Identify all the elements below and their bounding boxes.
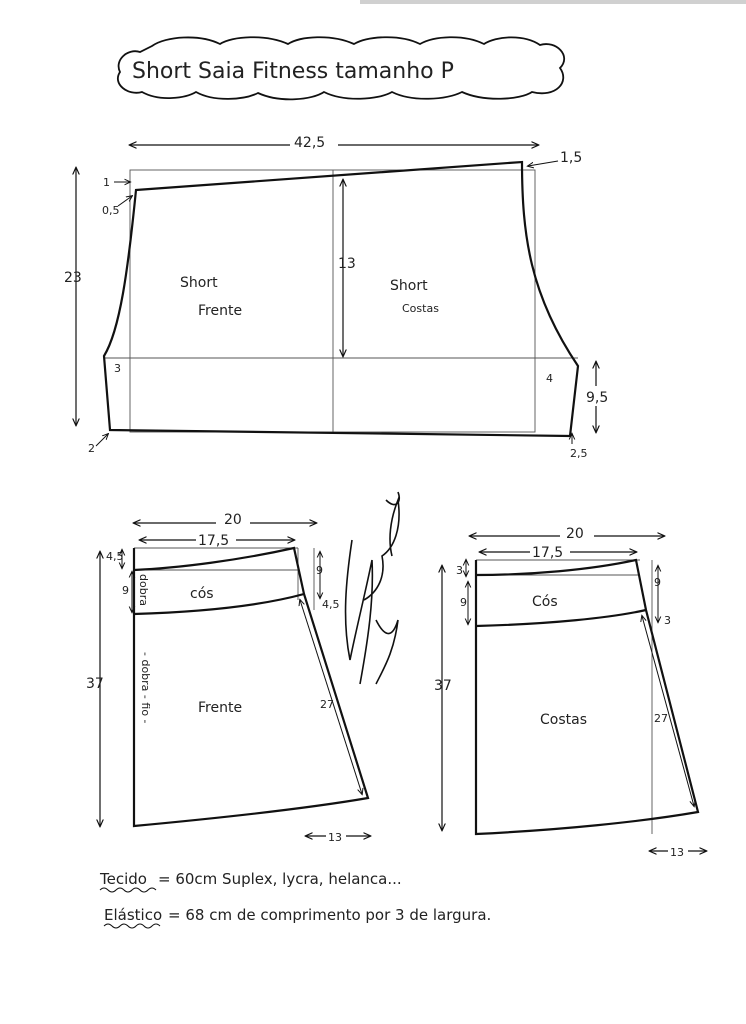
short-front-label-1: Short [180, 275, 218, 291]
short-rise-pointer [528, 160, 559, 166]
skirt-front-diagonal [300, 600, 362, 794]
short-height-label: 23 [64, 270, 82, 286]
skirt-front-hem-label: 13 [328, 831, 342, 844]
skirt-front-right-mid: 4,5 [322, 598, 340, 611]
skirt-front-right-top: 9 [316, 564, 323, 577]
short-rise-label: 1,5 [560, 150, 582, 166]
short-top-left2-label: 0,5 [102, 204, 120, 217]
skirt-front-band-label: cós [190, 586, 214, 602]
skirt-back-right-top: 9 [654, 576, 661, 589]
skirt-front-diagonal-label: 27 [320, 698, 334, 711]
signature-icon [344, 491, 401, 685]
fabric-label: Tecido [99, 870, 147, 888]
page-title: Short Saia Fitness tamanho P [132, 59, 454, 84]
short-point-4: 4 [546, 372, 553, 385]
short-bottom-right-label: 2,5 [570, 447, 588, 460]
skirt-front-outline [132, 546, 370, 828]
skirt-back-outline [474, 558, 700, 836]
skirt-back-diagonal [642, 616, 694, 806]
skirt-front-top-label: 17,5 [198, 533, 229, 549]
notes: Tecido = 60cm Suplex, lycra, helanca... … [99, 870, 491, 929]
skirt-back-waistband-line [475, 608, 647, 628]
short-bottom-left-label: 2 [88, 442, 95, 455]
short-outline [102, 160, 580, 438]
skirt-front-fold-body: - dobra - fio - [139, 652, 152, 724]
short-point-3: 3 [114, 362, 121, 375]
short-back-label-1: Short [390, 278, 428, 294]
short-width-label: 42,5 [294, 135, 325, 151]
skirt-back-width-label: 20 [566, 526, 584, 542]
skirt-back-left-top: 3 [456, 564, 463, 577]
skirt-back-pattern: 20 17,5 3 9 Cós 9 3 37 Costas 27 13 [434, 524, 706, 859]
skirt-back-hem-label: 13 [670, 846, 684, 859]
skirt-back-band-left: 9 [460, 596, 467, 609]
skirt-back-diagonal-label: 27 [654, 712, 668, 725]
skirt-front-band-left: 9 [122, 584, 129, 597]
short-back-label-2: Costas [402, 302, 439, 315]
short-top-left-label: 1 [103, 176, 110, 189]
skirt-back-body-label: Costas [540, 712, 587, 728]
skirt-front-pattern: 20 17,5 4,5 9 dobra cós 9 4,5 37 - dobra… [86, 510, 370, 844]
skirt-front-width-label: 20 [224, 512, 242, 528]
skirt-back-height-label: 37 [434, 678, 452, 694]
elastic-label: Elástico [104, 906, 162, 924]
skirt-front-body-label: Frente [198, 700, 242, 716]
title-cloud: Short Saia Fitness tamanho P [117, 36, 566, 101]
skirt-front-left-top: 4,5 [106, 550, 124, 563]
skirt-front-height-label: 37 [86, 676, 104, 692]
short-leg-label: 9,5 [586, 390, 608, 406]
scan-edge [360, 0, 746, 4]
skirt-back-right-mid: 3 [664, 614, 671, 627]
elastic-text: = 68 cm de comprimento por 3 de largura. [168, 906, 491, 924]
skirt-back-band-label: Cós [532, 594, 558, 610]
skirt-front-fold-band: dobra [137, 574, 150, 606]
short-inner-label: 13 [338, 256, 356, 272]
fabric-text: = 60cm Suplex, lycra, helanca... [158, 870, 402, 888]
short-guide-rect [129, 169, 536, 433]
short-pattern: 42,5 1,5 1 0,5 23 13 Short Frente Short … [64, 132, 614, 460]
skirt-front-waistband-line [133, 592, 305, 616]
short-front-label-2: Frente [198, 303, 242, 319]
skirt-back-top-label: 17,5 [532, 545, 563, 561]
